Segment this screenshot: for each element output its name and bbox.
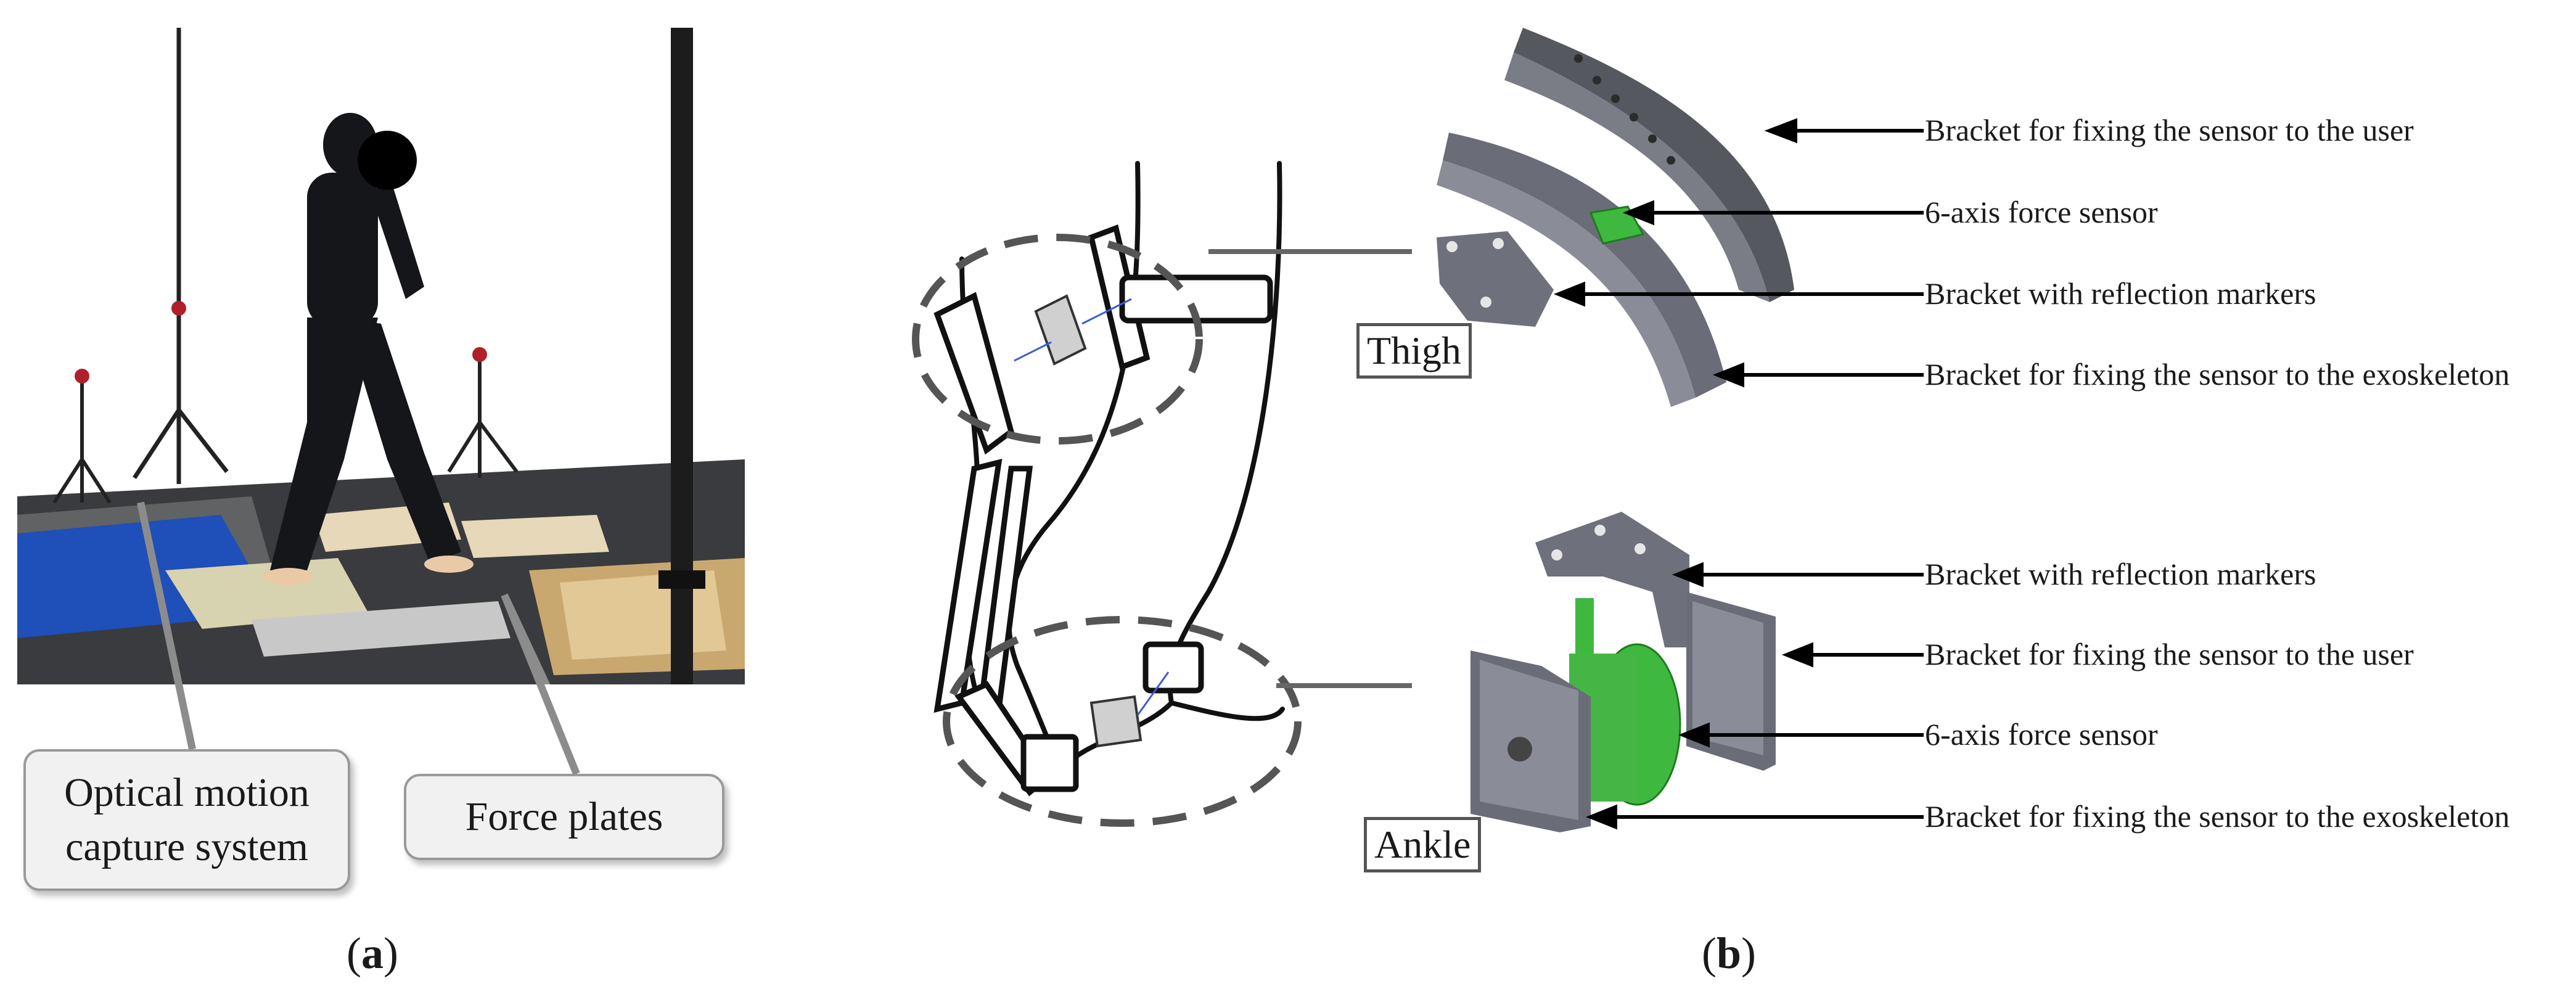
thigh-arrows: [1553, 118, 1924, 388]
exo-thigh-bracket: [933, 224, 1273, 455]
ankle-label-force-sensor: 6-axis force sensor: [1925, 717, 2158, 752]
exo-shank-links: [933, 458, 1204, 797]
ankle-highlight-ellipse: [943, 616, 1302, 827]
ankle-label-exo-bracket: Bracket for fixing the sensor to the exo…: [1925, 799, 2510, 834]
walking-person: [270, 113, 461, 570]
caption-b-letter: b: [1716, 929, 1742, 978]
lab-photo: [17, 28, 745, 684]
thigh-highlight-ellipse: [912, 234, 1203, 445]
thigh-label-marker-bracket: Bracket with reflection markers: [1925, 276, 2316, 311]
tripod-center: [133, 28, 229, 484]
caption-a-close: ): [383, 929, 398, 978]
ankle-label-marker-bracket: Bracket with reflection markers: [1925, 557, 2316, 591]
thigh-marker-bracket: [1437, 231, 1554, 327]
ankle-arrows: [1585, 562, 1924, 830]
lab-scene-drawing: [17, 28, 745, 684]
caption-a-letter: a: [361, 929, 384, 978]
force-plates-label: Force plates: [465, 794, 663, 839]
motion-capture-callout: Optical motion capture system: [23, 749, 350, 891]
caption-a-open: (: [347, 929, 361, 978]
thigh-label-force-sensor: 6-axis force sensor: [1925, 195, 2158, 229]
caption-b: (b): [1702, 928, 1756, 979]
ankle-assembly: [1471, 512, 1776, 832]
thigh-box-label: Thigh: [1356, 323, 1472, 379]
caption-b-open: (: [1702, 929, 1717, 978]
caption-a: (a): [347, 928, 398, 979]
thigh-label-user-bracket: Bracket for fixing the sensor to the use…: [1925, 113, 2414, 147]
user-bracket-holes: [1574, 54, 1675, 165]
thigh-assembly: [1437, 28, 1794, 407]
ankle-box-label: Ankle: [1364, 817, 1482, 872]
tripod-left: [52, 379, 112, 504]
force-plates-callout: Force plates: [404, 774, 724, 860]
force-plate: [165, 558, 369, 629]
thigh-label-exo-bracket: Bracket for fixing the sensor to the exo…: [1925, 357, 2510, 392]
caption-b-close: ): [1741, 929, 1757, 978]
motion-capture-line2: capture system: [65, 824, 309, 869]
ankle-marker-bracket: [1535, 512, 1689, 647]
motion-capture-line1: Optical motion: [64, 770, 310, 815]
ankle-label-user-bracket: Bracket for fixing the sensor to the use…: [1925, 637, 2414, 671]
tripod-right: [447, 361, 519, 478]
thigh-sensor: [1589, 205, 1645, 245]
leg-sensor-boxes: [1034, 294, 1142, 748]
